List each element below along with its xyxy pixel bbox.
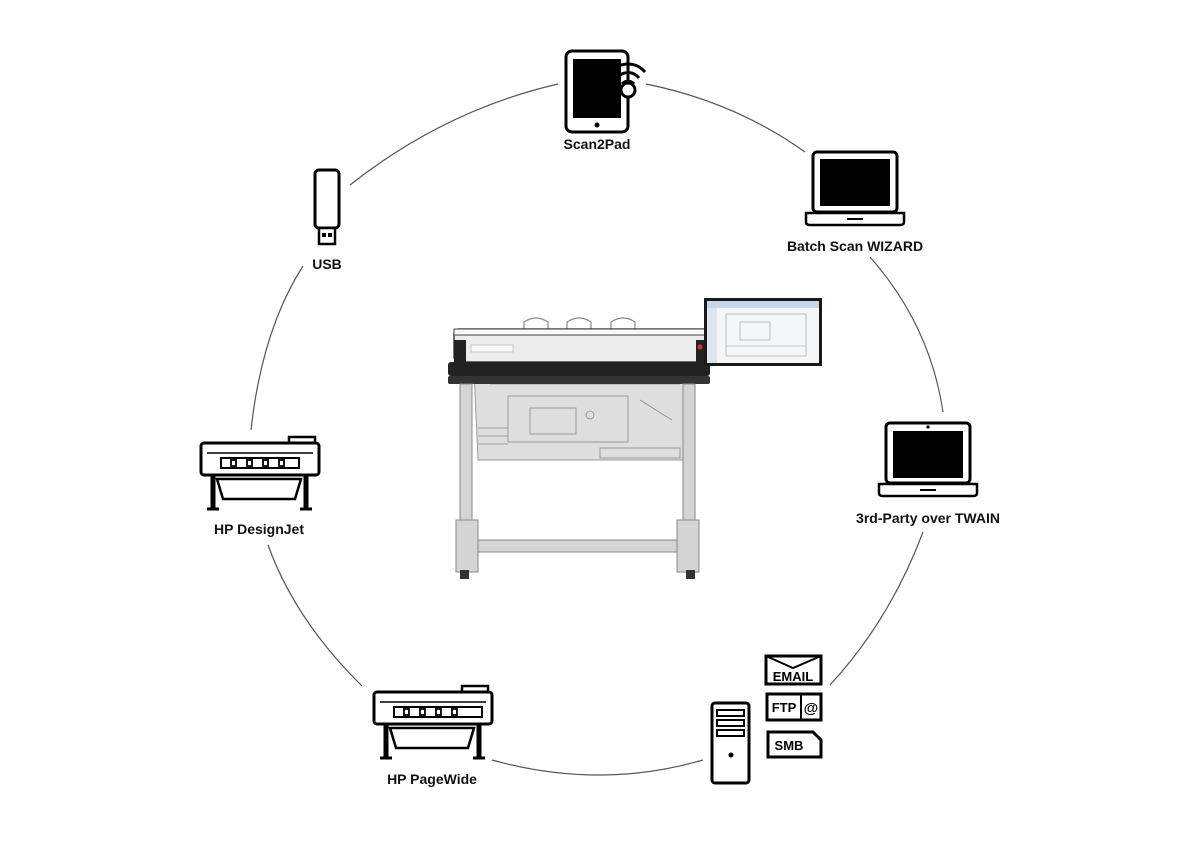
usb-stick-icon[interactable] [313,168,341,246]
arc-pagewide-to-designjet [267,544,363,687]
arc-designjet-to-usb [250,265,304,431]
wide-format-scanner-icon [448,298,822,579]
node-label-usb: USB [312,256,342,272]
plotter-printer-icon[interactable] [372,684,494,760]
laptop-icon[interactable] [804,150,906,227]
arc-batch-to-twain [869,256,944,413]
tablet-wifi-icon[interactable] [564,49,647,134]
email-badge-label: EMAIL [773,669,814,684]
ftp-badge[interactable]: FTP @ [765,692,823,722]
node-label-batch-scan-wizard: Batch Scan WIZARD [786,238,924,254]
email-badge[interactable]: EMAIL [764,654,823,686]
node-label-hp-pagewide: HP PageWide [387,771,477,787]
node-label-scan2pad: Scan2Pad [563,136,631,152]
node-label-twain: 3rd-Party over TWAIN [856,510,1000,526]
plotter-printer-icon[interactable] [199,435,321,511]
ftp-badge-label: FTP [772,700,797,715]
at-sign-icon: @ [804,700,819,717]
smb-badge[interactable]: SMB [766,730,823,759]
node-label-hp-designjet: HP DesignJet [214,521,304,537]
laptop-icon[interactable] [877,421,979,498]
arc-twain-to-network [829,531,924,686]
arc-network-to-pagewide [491,759,704,776]
arc-usb-to-scan2pad [349,83,559,186]
arc-scan2pad-to-batch [645,83,806,153]
connection-ring [250,83,944,776]
desktop-tower-icon[interactable] [710,701,751,785]
smb-badge-label: SMB [775,738,804,753]
